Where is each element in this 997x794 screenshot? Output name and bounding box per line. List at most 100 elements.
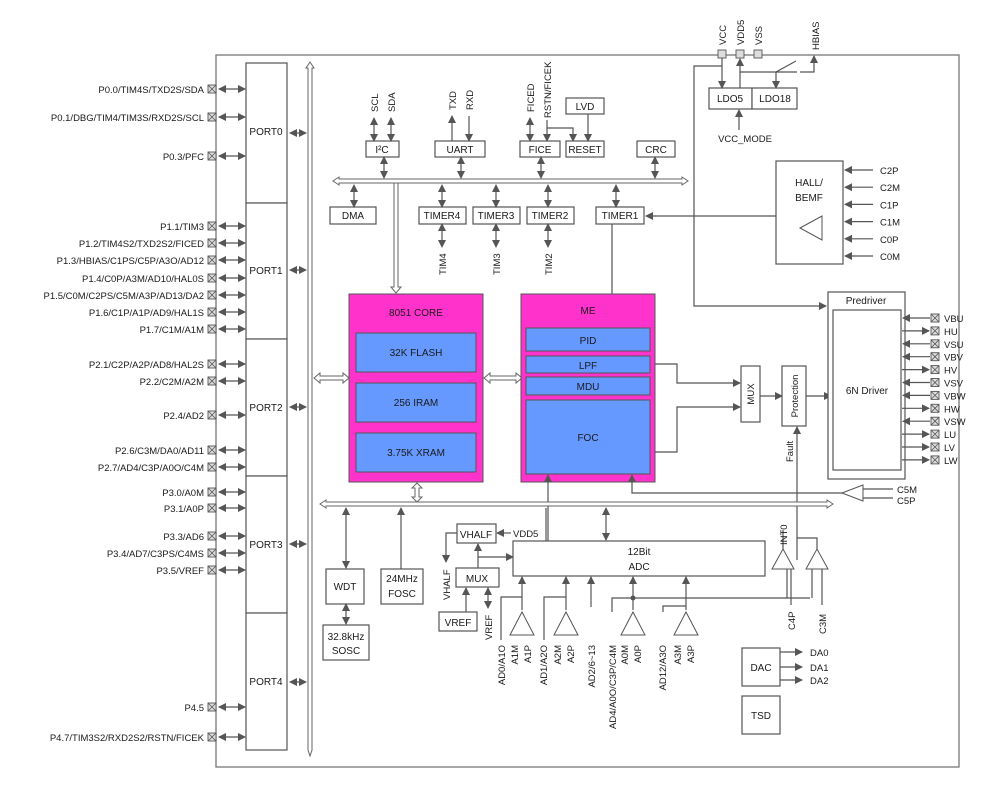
fault-comparator-icon (805, 547, 829, 570)
pin-port3: P3.4/AD7/C3PS/C4MS (107, 548, 246, 560)
mdu-label: MDU (577, 382, 600, 393)
hall-input-label: C0P (880, 235, 898, 246)
port1-label: PORT1 (249, 266, 283, 277)
vdd5-label: VDD5 (736, 20, 747, 45)
pin-port2: P2.1/C2P/A2P/AD8/HAL2S (89, 359, 246, 371)
rstn-ficek-signal: RSTN/FICEK (543, 61, 554, 118)
da2-label: DA2 (810, 676, 828, 687)
pin-label: P0.0/TIM4S/TXD2S/SDA (98, 85, 204, 96)
vref-label: VREF (445, 618, 472, 629)
port3-label: PORT3 (249, 540, 283, 551)
port-bus-links (289, 129, 307, 686)
adc-input-label: AD1/A2O (539, 645, 550, 685)
ficed-signal: FICED (526, 83, 537, 112)
uart-label: UART (446, 145, 473, 156)
adc-input-label: A2M (553, 645, 564, 665)
dma-label: DMA (342, 211, 365, 222)
driver-pin-label: VBV (944, 353, 964, 364)
pin-label: P1.5/C0M/C2PS/C5M/A3P/AD13/DA2 (43, 291, 204, 302)
mdu-block (525, 376, 651, 396)
dac-label: DAC (750, 663, 771, 674)
hall-bemf-block (775, 160, 844, 265)
pin-port2: P2.2/C2M/A2M (140, 376, 246, 388)
predriver-label: Predriver (846, 296, 887, 307)
driver-pin-label: LV (944, 443, 956, 454)
pin-label: P3.5/VREF (156, 566, 204, 577)
protection-block (781, 365, 807, 427)
amp3-icon (673, 610, 699, 636)
dac-block (741, 647, 781, 687)
pin-label: P3.3/AD6 (163, 532, 204, 543)
uart-group: UART TXD RXD (434, 90, 486, 179)
tim2-signal: TIM2 (544, 253, 555, 275)
driver-pin-label: VBU (944, 314, 964, 325)
pin-label: P3.0/A0M (162, 488, 204, 499)
core-title: 8051 CORE (389, 308, 443, 319)
iram-label: 256 IRAM (394, 398, 438, 409)
wdt-label: WDT (334, 582, 357, 593)
adc-input-label: A2P (566, 645, 577, 663)
clock-section: WDT 32.8kHz SOSC 24MHz FOSC (322, 507, 424, 661)
flash-label: 32K FLASH (390, 348, 443, 359)
tsd-block (741, 695, 781, 735)
amp2-icon (553, 610, 579, 636)
left-pin-list: P0.0/TIM4S/TXD2S/SDAP0.1/DBG/TIM4/TIM3S/… (43, 84, 246, 744)
core-me-link (483, 371, 523, 385)
c5p-label: C5P (897, 496, 915, 507)
port0-label: PORT0 (249, 127, 283, 138)
driver-pin: VSW (902, 416, 966, 428)
pid-block (525, 327, 651, 352)
hall-input-label: C1M (880, 218, 900, 229)
int0-comparator-icon (771, 547, 795, 570)
motor-engine: ME PID LPF MDU FOC (520, 293, 850, 553)
vss-pin (753, 49, 763, 59)
amp0-icon (620, 610, 646, 636)
driver-pin: VSV (902, 378, 964, 390)
adc-input-label: A3P (686, 645, 697, 663)
pin-label: P2.4/AD2 (163, 411, 204, 422)
pin-label: P2.7/AD4/C3P/A0O/C4M (98, 463, 204, 474)
pin-port1: P1.2/TIM4S2/TXD2S2/FICED (79, 238, 246, 250)
comparator-icon (798, 215, 823, 241)
pin-label: P1.4/C0P/A3M/AD10/HAL0S (82, 274, 204, 285)
timer3-group: TIMER3 TIM3 (472, 184, 521, 275)
da0-label: DA0 (810, 648, 828, 659)
analog-section: VHALF VDD5 VHALF MUX VREF VREF 12Bit ADC (438, 507, 829, 729)
pin-label: P2.1/C2P/A2P/AD8/HAL2S (89, 360, 204, 371)
i2c-label: I²C (375, 145, 388, 156)
pin-label: P3.4/AD7/C3PS/C4MS (107, 549, 204, 560)
driver-section: MUX Protection Fault Predriver 6N Driver… (740, 291, 966, 560)
timer2-group: TIMER2 TIM2 (526, 184, 575, 275)
peripheral-bus (332, 176, 689, 186)
pin-label: P2.2/C2M/A2M (140, 377, 204, 388)
vcc-label: VCC (718, 25, 729, 45)
pin-port1: P1.4/C0P/A3M/AD10/HAL0S (82, 273, 246, 285)
int0-label: INT0 (779, 524, 790, 545)
port4-label: PORT4 (249, 677, 283, 688)
tim4-signal: TIM4 (438, 253, 449, 275)
pin-port3: P3.3/AD6 (163, 531, 246, 543)
vref-block (438, 611, 478, 632)
adc-input-label: A0M (620, 645, 631, 665)
c5-comparator-icon (840, 484, 864, 502)
power-section: VCC VDD5 VSS HBIAS LDO5 LDO18 VCC_MODE (693, 20, 827, 310)
hall-label-2: BEMF (795, 193, 823, 204)
rxd-signal: RXD (465, 90, 476, 110)
driver-pin: LU (902, 429, 956, 441)
me-title: ME (581, 306, 596, 317)
fosc-label-1: 24MHz (386, 574, 418, 585)
crc-label: CRC (645, 145, 667, 156)
timer4-group: TIMER4 TIM4 (418, 184, 467, 275)
mux-block (740, 365, 761, 423)
pin-port1: P1.6/C1P/A1P/AD9/HAL1S (89, 307, 246, 319)
foc-label: FOC (577, 433, 598, 444)
scl-signal: SCL (370, 94, 381, 112)
ldo18-label: LDO18 (759, 94, 791, 105)
core-port-link (313, 371, 350, 385)
mux-label: MUX (746, 383, 757, 405)
fice-label: FICE (529, 145, 552, 156)
adc-label-1: 12Bit (628, 547, 651, 558)
hall-input-label: C1P (880, 200, 898, 211)
pin-port2: P2.6/C3M/DA0/AD11 (115, 445, 246, 457)
